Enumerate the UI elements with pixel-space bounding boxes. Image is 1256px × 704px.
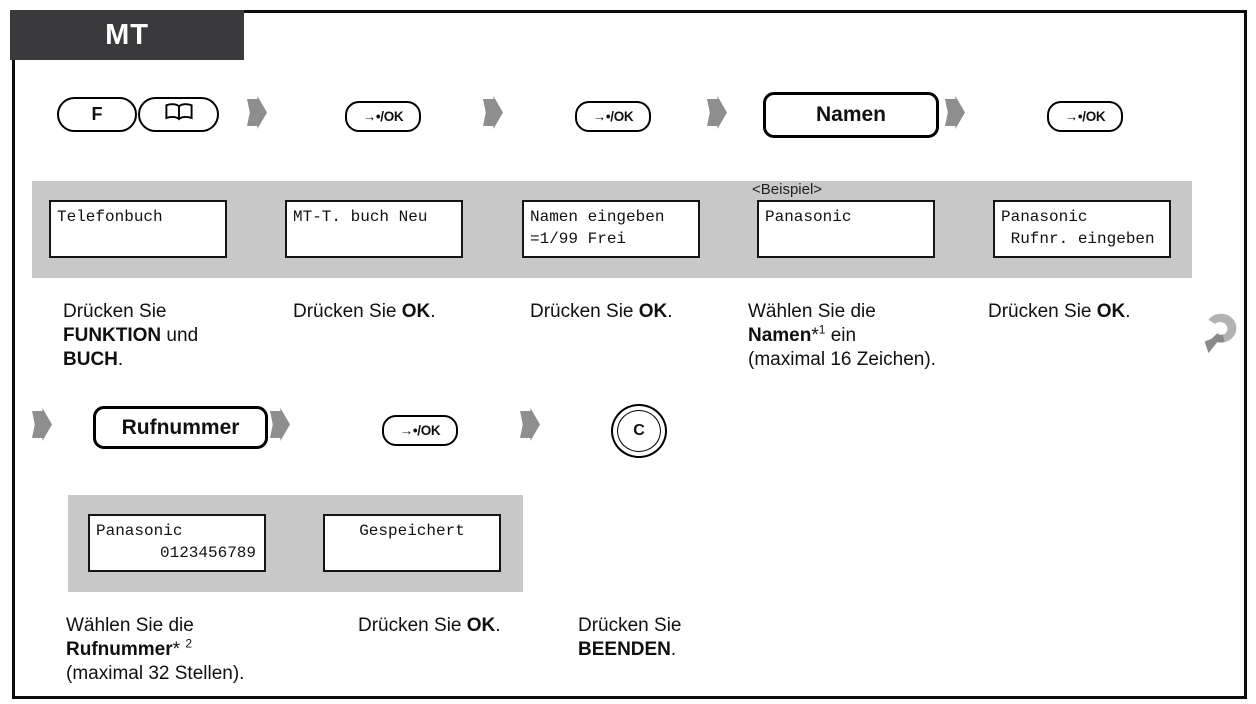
ok-key-label: →•/OK: [399, 423, 441, 438]
lcd-line: Rufnr. eingeben: [1001, 230, 1155, 248]
open-book-icon: [163, 102, 195, 128]
clear-key-label: C: [617, 410, 661, 452]
ok-key-label: →•/OK: [362, 109, 404, 124]
right-block-arrow-icon: [32, 408, 52, 441]
lcd-display: Panasonic: [757, 200, 935, 258]
model-tab-label: MT: [105, 18, 149, 51]
instruction-step-2: Drücken Sie OK.: [293, 301, 436, 322]
lcd-line: Gespeichert: [359, 522, 465, 540]
phonebook-key[interactable]: [138, 97, 219, 132]
lcd-display: Telefonbuch: [49, 200, 227, 258]
lcd-line: Panasonic: [1001, 208, 1088, 226]
ok-key[interactable]: →•/OK: [1047, 101, 1123, 132]
namen-softkey-label: Namen: [815, 103, 887, 126]
instruction-step-7: Drücken Sie OK.: [358, 615, 501, 636]
rufnummer-softkey[interactable]: Rufnummer: [93, 406, 268, 449]
namen-softkey[interactable]: Namen: [763, 92, 939, 138]
right-block-arrow-icon: [270, 408, 290, 441]
lcd-display: Panasonic Rufnr. eingeben: [993, 200, 1171, 258]
lcd-line: =1/99 Frei: [530, 230, 627, 248]
lcd-line: Namen eingeben: [530, 208, 665, 226]
right-block-arrow-icon: [520, 408, 540, 441]
rufnummer-softkey-label: Rufnummer: [121, 415, 240, 439]
lcd-line: Panasonic: [96, 522, 183, 540]
lcd-display: MT-T. buch Neu: [285, 200, 463, 258]
ok-key[interactable]: →•/OK: [382, 415, 458, 446]
lcd-display: Gespeichert: [323, 514, 501, 572]
example-caption: <Beispiel>: [752, 181, 823, 198]
lcd-line: MT-T. buch Neu: [293, 208, 428, 226]
lcd-display: Panasonic 0123456789: [88, 514, 266, 572]
ok-key[interactable]: →•/OK: [575, 101, 651, 132]
curved-continue-arrow-icon: [1197, 299, 1245, 368]
right-block-arrow-icon: [945, 96, 965, 129]
function-key-label: F: [91, 104, 103, 124]
instruction-step-5: Drücken Sie OK.: [988, 301, 1131, 322]
function-key[interactable]: F: [57, 97, 137, 132]
ok-key-label: →•/OK: [592, 109, 634, 124]
model-tab: MT: [10, 10, 244, 60]
lcd-line: 0123456789: [159, 544, 256, 562]
instruction-step-3: Drücken Sie OK.: [530, 301, 673, 322]
clear-key[interactable]: C: [611, 404, 667, 458]
lcd-line: Telefonbuch: [57, 208, 163, 226]
lcd-display: Namen eingeben =1/99 Frei: [522, 200, 700, 258]
right-block-arrow-icon: [483, 96, 503, 129]
lcd-line: Panasonic: [765, 208, 852, 226]
ok-key[interactable]: →•/OK: [345, 101, 421, 132]
ok-key-label: →•/OK: [1064, 109, 1106, 124]
right-block-arrow-icon: [247, 96, 267, 129]
right-block-arrow-icon: [707, 96, 727, 129]
